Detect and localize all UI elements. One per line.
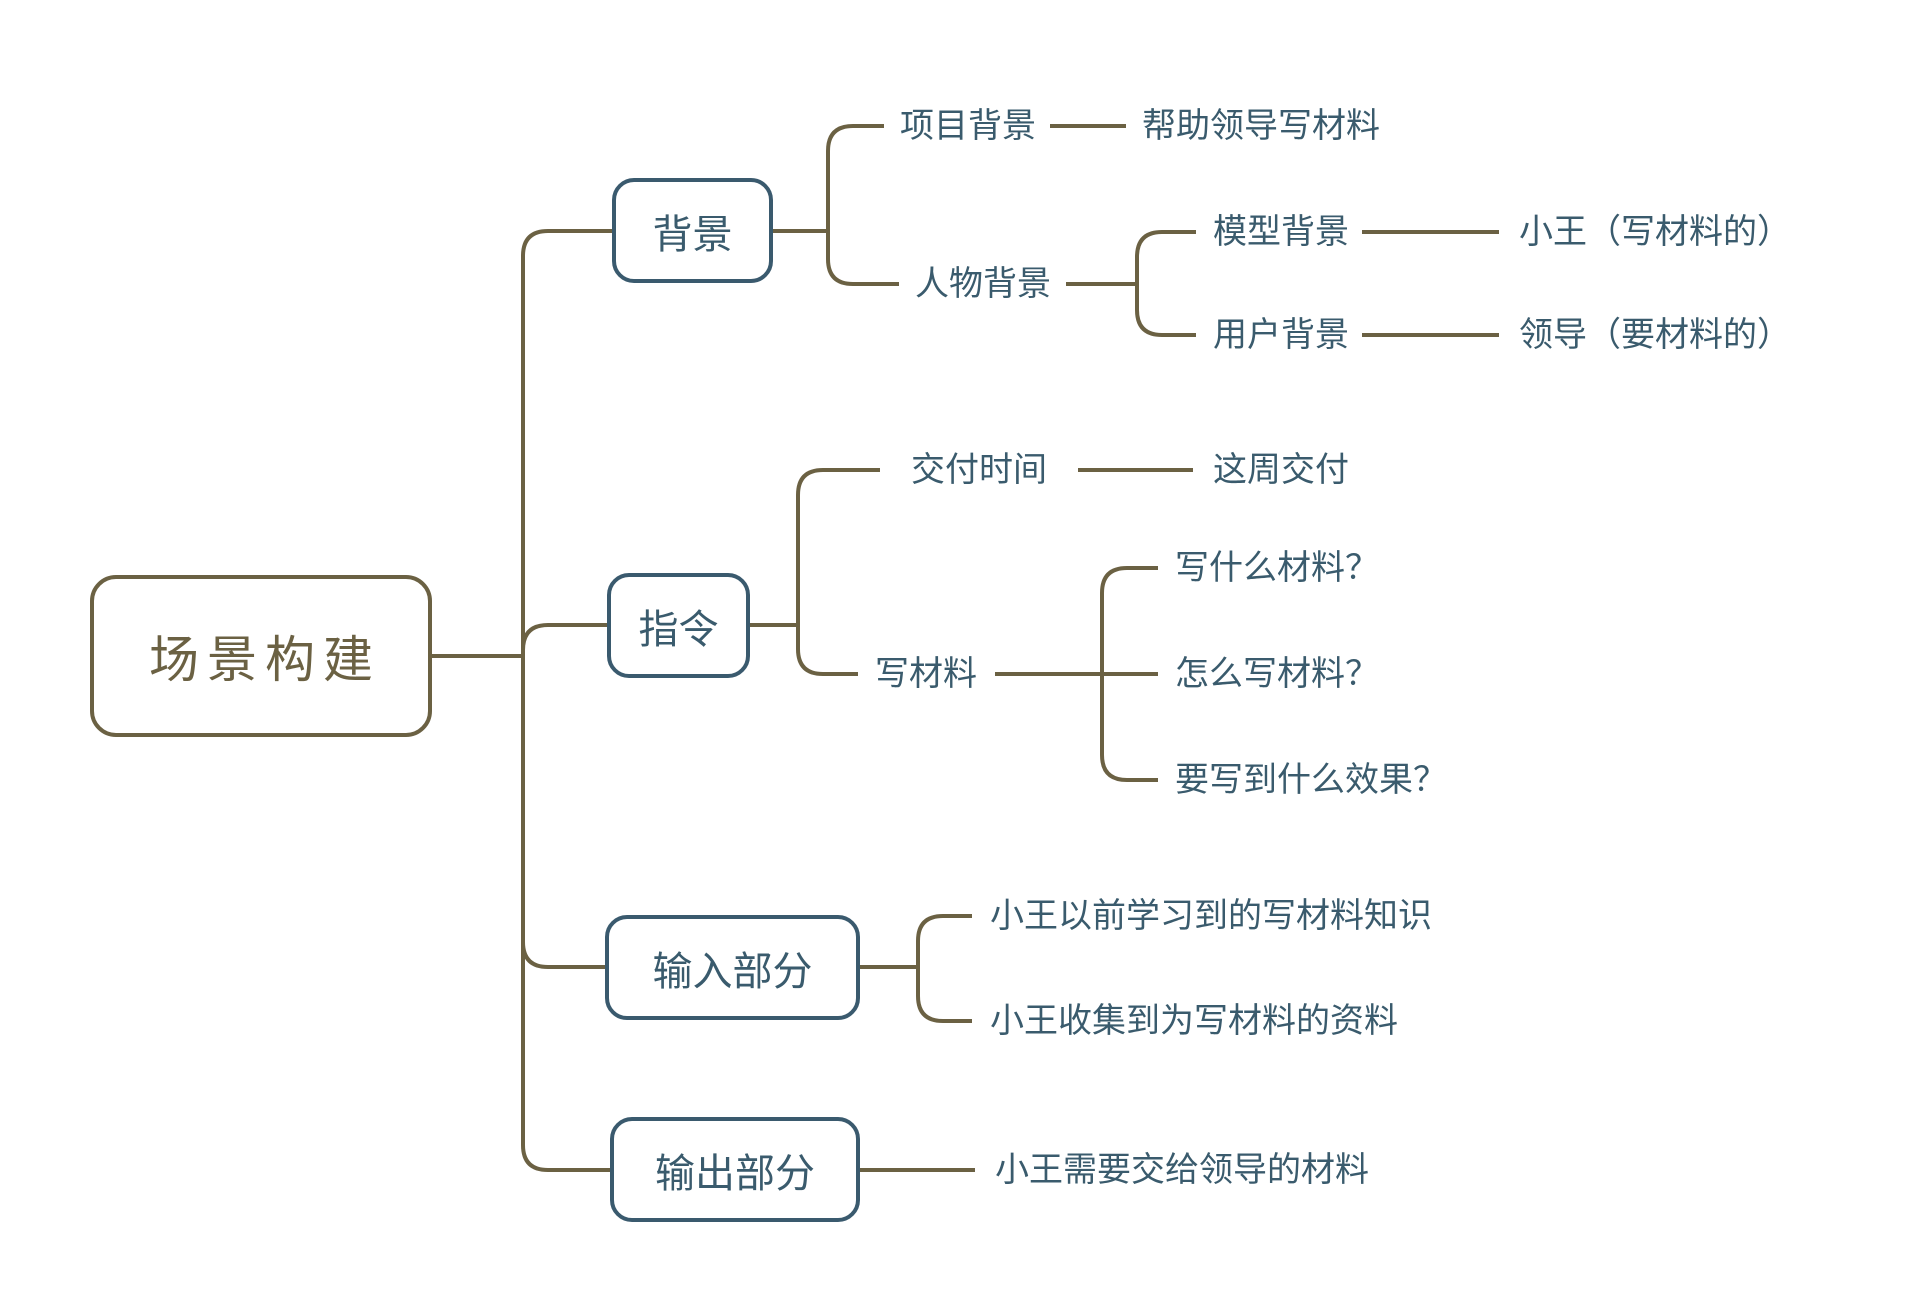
connector-what-material (1100, 566, 1158, 674)
connector-trunk-instruction (521, 623, 607, 656)
node-what-material[interactable]: 写什么材料？ (1175, 549, 1379, 587)
node-help-leader-write-material[interactable]: 帮助领导写材料 (1142, 107, 1380, 145)
branch-input[interactable]: 输入部分 (605, 915, 860, 1020)
node-output-material-for-leader[interactable]: 小王需要交给领导的材料 (995, 1151, 1369, 1189)
node-input-learned-knowledge[interactable]: 小王以前学习到的写材料知识 (990, 897, 1432, 935)
node-write-material[interactable]: 写材料 (875, 655, 977, 693)
connector-input-knowledge (916, 914, 972, 967)
connector-model-background (1135, 230, 1196, 284)
connector-what-effect (1100, 674, 1158, 782)
connector-trunk-output (521, 656, 610, 1172)
branch-background[interactable]: 背景 (612, 178, 773, 283)
connector-trunk-background (521, 229, 612, 656)
node-xiaowang-writer[interactable]: 小王（写材料的） (1519, 213, 1791, 251)
connector-project-background (826, 124, 884, 231)
node-user-background[interactable]: 用户背景 (1213, 316, 1349, 354)
node-delivery-time[interactable]: 交付时间 (911, 451, 1047, 489)
node-model-background[interactable]: 模型背景 (1213, 213, 1349, 251)
node-leader-requester[interactable]: 领导（要材料的） (1519, 316, 1791, 354)
node-character-background[interactable]: 人物背景 (915, 265, 1051, 303)
connector-character-background (826, 231, 899, 286)
node-deliver-this-week[interactable]: 这周交付 (1213, 451, 1349, 489)
branch-instruction[interactable]: 指令 (607, 573, 750, 678)
node-project-background[interactable]: 项目背景 (900, 107, 1036, 145)
branch-output[interactable]: 输出部分 (610, 1117, 860, 1222)
node-what-effect[interactable]: 要写到什么效果？ (1175, 761, 1447, 799)
connector-user-background (1135, 284, 1196, 337)
connector-trunk-input (521, 656, 605, 969)
node-input-collected-material[interactable]: 小王收集到为写材料的资料 (990, 1002, 1398, 1040)
connector-input-collected (916, 967, 972, 1023)
connector-delivery-time (796, 468, 880, 625)
connector-group (432, 124, 1499, 1172)
node-how-to-write[interactable]: 怎么写材料？ (1175, 655, 1379, 693)
connector-write-material (796, 625, 858, 676)
root-node-scene-construction[interactable]: 场景构建 (90, 575, 432, 737)
